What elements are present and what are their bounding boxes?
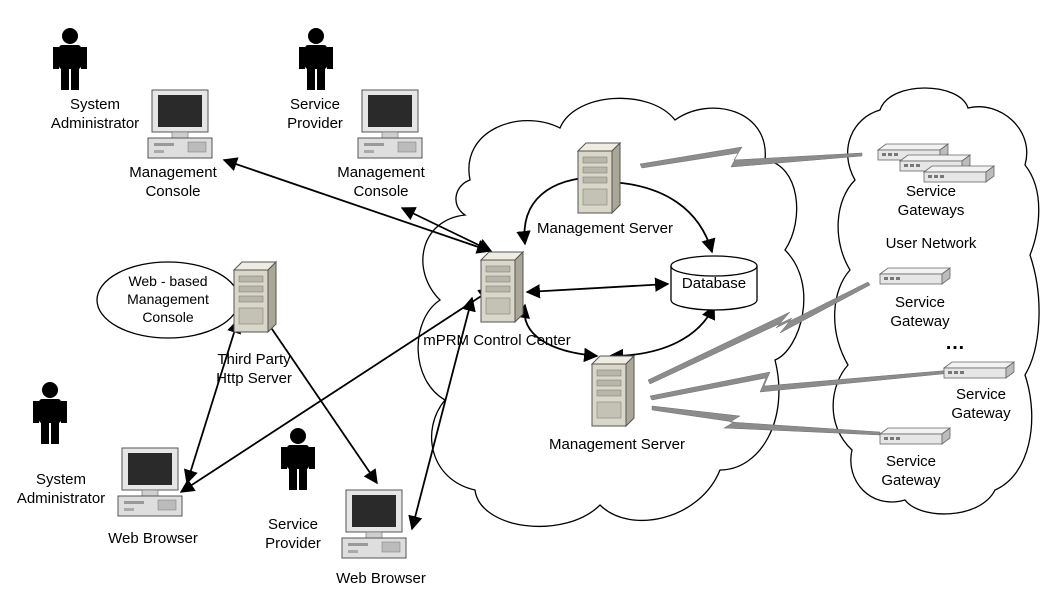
- gateway-device-icon-6: [879, 427, 951, 445]
- gateway-device-icon-4: [879, 267, 951, 285]
- mgmt-server-bottom-label: Management Server: [549, 436, 685, 453]
- database-label: Database: [681, 275, 747, 292]
- ellipsis-label: …: [945, 332, 965, 354]
- server-icon-mgmt-top: [577, 142, 621, 214]
- workstation-icon-console-mid: [357, 89, 423, 159]
- web-browser-left-label: Web Browser: [108, 530, 198, 547]
- person-icon-provider-top: [299, 28, 333, 90]
- person-icon-provider-bottom: [281, 428, 315, 490]
- wireless-links: [639, 146, 953, 436]
- server-icon-control-center: [480, 251, 524, 323]
- connection-arrows: [179, 157, 716, 531]
- server-icon-mgmt-bottom: [591, 355, 635, 427]
- user-network-label: User Network: [885, 235, 977, 252]
- workstation-icon-browser-mid: [341, 489, 407, 559]
- mgmt-server-top-label: Management Server: [537, 220, 673, 237]
- gateway-device-icon-5: [943, 361, 1015, 379]
- person-icon-sysadmin-top: [53, 28, 87, 90]
- workstation-icon-console-left: [147, 89, 213, 159]
- database-icon: [670, 255, 758, 311]
- person-icon-sysadmin-bottom: [33, 382, 67, 444]
- gateway-device-icon-3: [923, 165, 995, 183]
- control-center-label: mPRM Control Center: [423, 332, 571, 349]
- server-icon-third-party: [233, 261, 277, 333]
- user-network-cloud: [832, 87, 1040, 515]
- workstation-icon-browser-left: [117, 447, 183, 517]
- web-browser-mid-label: Web Browser: [336, 570, 426, 587]
